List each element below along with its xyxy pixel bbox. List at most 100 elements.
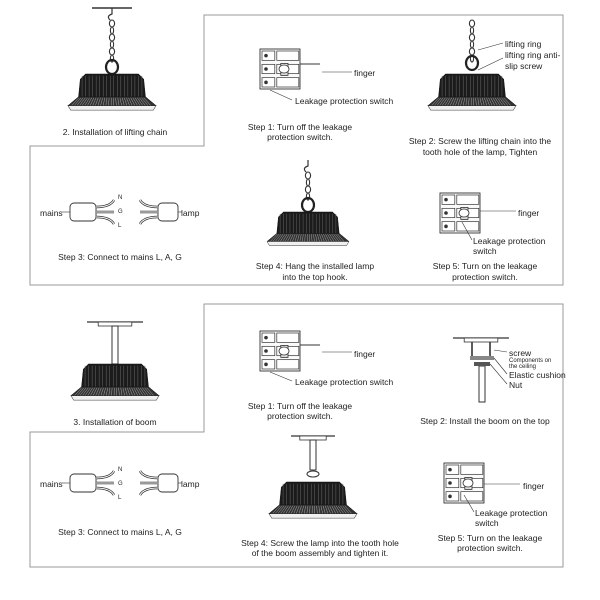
lamp-heat-sink (70, 386, 160, 396)
boom-step3-mains-label: mains (40, 479, 63, 489)
chain-step2-lamp (427, 73, 517, 111)
lamp-lens-rim (67, 105, 157, 111)
chain-step2-chain (468, 19, 476, 63)
chain-step1-finger-label: finger (354, 68, 376, 78)
chain-step1-switch (259, 48, 301, 90)
lamp-driver-housing (276, 211, 340, 234)
boom-step2-screw-label: screw (509, 348, 532, 358)
chain-title-hook (107, 8, 113, 21)
chain-step1-caption-line2: protection switch. (267, 132, 333, 142)
lamp-heat-sink (427, 96, 517, 106)
boom-step1-switch-leader (269, 371, 293, 382)
boom-step2-cushion-leader (493, 357, 508, 375)
chain-section-title: 2. Installation of lifting chain (62, 127, 168, 137)
chain-title-chain (108, 19, 116, 63)
chain-step1-switch-leader (269, 89, 293, 101)
boom-step2-rod (478, 365, 486, 403)
chain-step1-caption-line1: Step 1: Turn off the leakage (247, 122, 353, 132)
boom-step3-caption: Step 3: Connect to mains L, A, G (58, 527, 182, 537)
boom-step2-cushion (470, 356, 494, 360)
boom-step1-switch (259, 330, 301, 372)
chain-step2-caption-line2: tooth hole of the lamp, Tighten (422, 147, 538, 157)
boom-step2-components-line2: the ceiling (509, 364, 537, 370)
chain-step3-g-label: G (118, 209, 123, 215)
chain-step5-switch-leader (461, 221, 473, 241)
boom-title-rod (111, 325, 119, 365)
chain-step2-lifting-ring (464, 54, 480, 72)
boom-step5-finger-label: finger (523, 481, 545, 491)
boom-step2-caption: Step 2: Install the boom on the top (420, 416, 550, 426)
boom-title-ceiling (87, 321, 143, 327)
boom-step2-cushion-label: Elastic cushion (509, 370, 566, 380)
chain-step5-switch-label-line1: Leakage protection (473, 236, 546, 246)
boom-step5-caption-line1: Step 5: Turn on the leakage (437, 533, 543, 543)
chain-step5-caption-line2: protection switch. (452, 272, 518, 282)
boom-step1-switch-label: Leakage protection switch (295, 377, 394, 387)
lamp-driver-housing (78, 73, 146, 98)
chain-step4-hook (303, 160, 309, 173)
boom-step3-g-label: G (118, 481, 123, 487)
chain-step2-screw-label-line2: slip screw (505, 61, 543, 71)
chain-step4-lamp (266, 211, 350, 246)
chain-step5-finger-label: finger (518, 208, 540, 218)
chain-step3-n-label: N (118, 195, 123, 201)
lamp-lens-rim (266, 241, 350, 246)
boom-step4-ceiling (291, 435, 335, 441)
chain-step5-switch-label-line2: switch (473, 246, 497, 256)
boom-step2-ceiling (453, 337, 509, 343)
boom-step4-rod (309, 439, 317, 471)
boom-step5-switch-leader (463, 494, 475, 513)
chain-step2-lifting-ring-label: lifting ring (505, 39, 542, 49)
chain-step1-switch-label: Leakage protection switch (295, 96, 394, 106)
boom-step3-wiring (62, 470, 182, 496)
boom-step5-caption-line2: protection switch. (457, 543, 523, 553)
boom-step5-switch-label-line1: Leakage protection (475, 508, 548, 518)
boom-step2-nut (474, 362, 490, 366)
boom-step4-rotation-mark (306, 470, 320, 478)
boom-step3-lamp-label: lamp (181, 479, 200, 489)
boom-step2-screw-leader (493, 349, 508, 353)
chain-step2-ring-leader (477, 42, 504, 51)
chain-step3-l-label: L (118, 223, 122, 229)
boom-title-lamp (70, 363, 160, 401)
boom-step1-finger-label: finger (354, 349, 376, 359)
chain-section-frame (29, 14, 564, 286)
boom-step5-switch (443, 462, 485, 504)
lamp-heat-sink (266, 233, 350, 242)
boom-step4-caption-line1: Step 4: Screw the lamp into the tooth ho… (241, 538, 399, 548)
chain-step5-switch (439, 192, 481, 234)
chain-step3-caption: Step 3: Connect to mains L, A, G (58, 252, 182, 262)
chain-step4-caption-line2: into the top hook. (282, 272, 348, 282)
boom-section-frame (29, 303, 564, 568)
lamp-lens-rim (268, 513, 358, 519)
lamp-driver-housing (81, 363, 149, 388)
boom-step2-nut-label: Nut (509, 380, 523, 390)
chain-step3-lamp-label: lamp (181, 208, 200, 218)
chain-step3-wiring (62, 199, 182, 225)
chain-step2-caption-line1: Step 2: Screw the lifting chain into the (408, 136, 552, 146)
boom-step2-nut-leader (489, 363, 508, 385)
lamp-heat-sink (268, 504, 358, 514)
chain-step4-chain (304, 171, 312, 201)
boom-step4-lamp (268, 481, 358, 519)
boom-step1-caption-line1: Step 1: Turn off the leakage (247, 401, 353, 411)
chain-step5-caption-line1: Step 5: Turn on the leakage (432, 261, 538, 271)
boom-step2-components-line1: Components on (509, 358, 552, 364)
chain-step4-caption-line1: Step 4: Hang the installed lamp (255, 261, 375, 271)
lamp-driver-housing (438, 73, 506, 98)
chain-step3-mains-label: mains (40, 208, 63, 218)
boom-step3-n-label: N (118, 467, 123, 473)
boom-step4-caption-line2: of the boom assembly and tighten it. (251, 548, 389, 558)
boom-step3-l-label: L (118, 495, 122, 501)
chain-step2-screw-label-line1: lifting ring anti- (505, 50, 561, 60)
lamp-lens-rim (427, 105, 517, 111)
lamp-heat-sink (67, 96, 157, 106)
boom-step1-caption-line2: protection switch. (267, 411, 333, 421)
chain-title-lamp (67, 73, 157, 111)
chain-step2-screw-leader (477, 57, 504, 71)
boom-step5-switch-label-line2: switch (475, 518, 499, 528)
boom-section-title: 3. Installation of boom (73, 417, 157, 427)
lamp-driver-housing (279, 481, 347, 506)
